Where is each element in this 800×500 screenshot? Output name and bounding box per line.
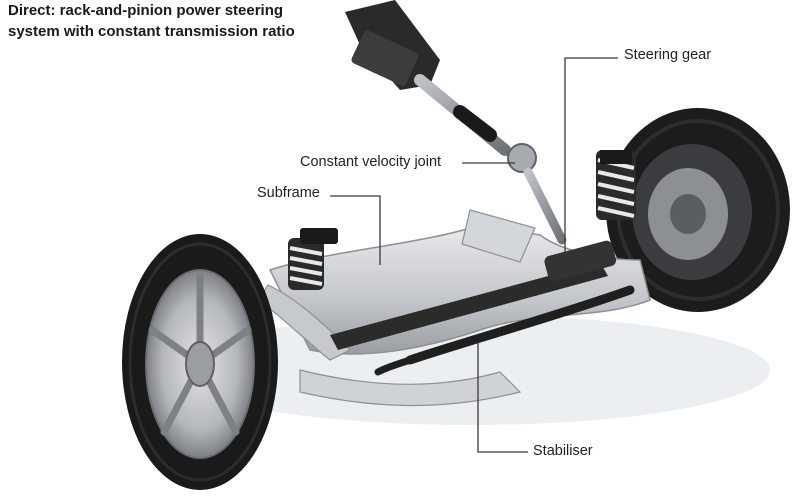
- left-strut: [288, 228, 338, 290]
- right-wheel: [606, 108, 790, 312]
- steering-rack: [330, 262, 608, 350]
- leader-steering-gear: [564, 57, 618, 252]
- title-line-1: Direct: rack-and-pinion power steering: [8, 2, 284, 19]
- left-wheel: [122, 234, 278, 490]
- steering-column: [345, 0, 567, 245]
- leader-stabiliser: [477, 342, 528, 453]
- figure-title: Direct: rack-and-pinion power steering s…: [8, 0, 295, 42]
- leader-lines: [330, 57, 618, 453]
- right-strut: [596, 150, 636, 220]
- title-line-2: system with constant transmission ratio: [8, 23, 295, 40]
- leader-subframe: [330, 195, 381, 265]
- label-cv-joint: Constant velocity joint: [300, 154, 442, 170]
- stabiliser-bar: [405, 285, 635, 365]
- label-subframe: Subframe: [257, 185, 320, 201]
- label-steering-gear: Steering gear: [624, 47, 712, 63]
- cv-joint: [507, 143, 537, 173]
- label-stabiliser: Stabiliser: [533, 443, 593, 459]
